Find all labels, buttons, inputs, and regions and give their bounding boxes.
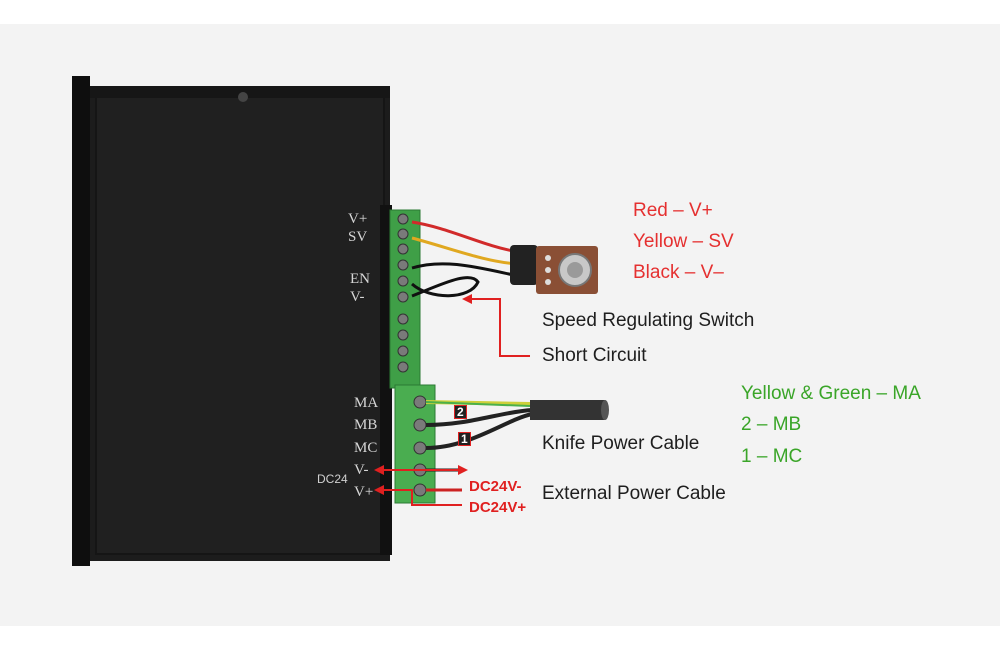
upper-terminal-block [389, 209, 421, 389]
potentiometer [510, 245, 598, 294]
label-2-mb: 2 – MB [741, 414, 802, 435]
terminal-label-vplus-lower: V+ [354, 484, 374, 500]
terminal-label-mb: MB [354, 417, 378, 433]
terminal-label-vplus-upper: V+ [348, 211, 368, 227]
label-speed-regulating-switch: Speed Regulating Switch [542, 310, 755, 331]
label-black-vminus: Black – V– [633, 262, 724, 283]
lower-terminal-block [394, 384, 436, 504]
driver-housing [72, 76, 392, 566]
terminal-label-vminus-upper: V- [350, 289, 365, 305]
label-knife-power-cable: Knife Power Cable [542, 433, 700, 454]
wire-marker-2: 2 [454, 405, 467, 419]
label-dc24v-positive: DC24V+ [469, 499, 527, 516]
label-yellow-sv: Yellow – SV [633, 231, 734, 252]
callout-arrows [374, 294, 530, 506]
knife-power-cable [425, 400, 609, 450]
terminal-label-sv: SV [348, 229, 368, 245]
terminal-label-dc24: DC24 [317, 472, 348, 486]
label-dc24v-negative: DC24V- [469, 478, 522, 495]
label-1-mc: 1 – MC [741, 446, 803, 467]
label-red-vplus: Red – V+ [633, 200, 713, 221]
label-yellow-green-ma: Yellow & Green – MA [741, 383, 921, 404]
terminal-label-mc: MC [354, 440, 378, 456]
potentiometer-wires [411, 220, 519, 298]
terminal-label-en: EN [350, 271, 370, 287]
label-short-circuit: Short Circuit [542, 345, 647, 366]
terminal-label-vminus-lower: V- [354, 462, 369, 478]
terminal-label-ma: MA [354, 395, 379, 411]
wire-marker-1: 1 [458, 432, 471, 446]
label-external-power-cable: External Power Cable [542, 483, 726, 504]
